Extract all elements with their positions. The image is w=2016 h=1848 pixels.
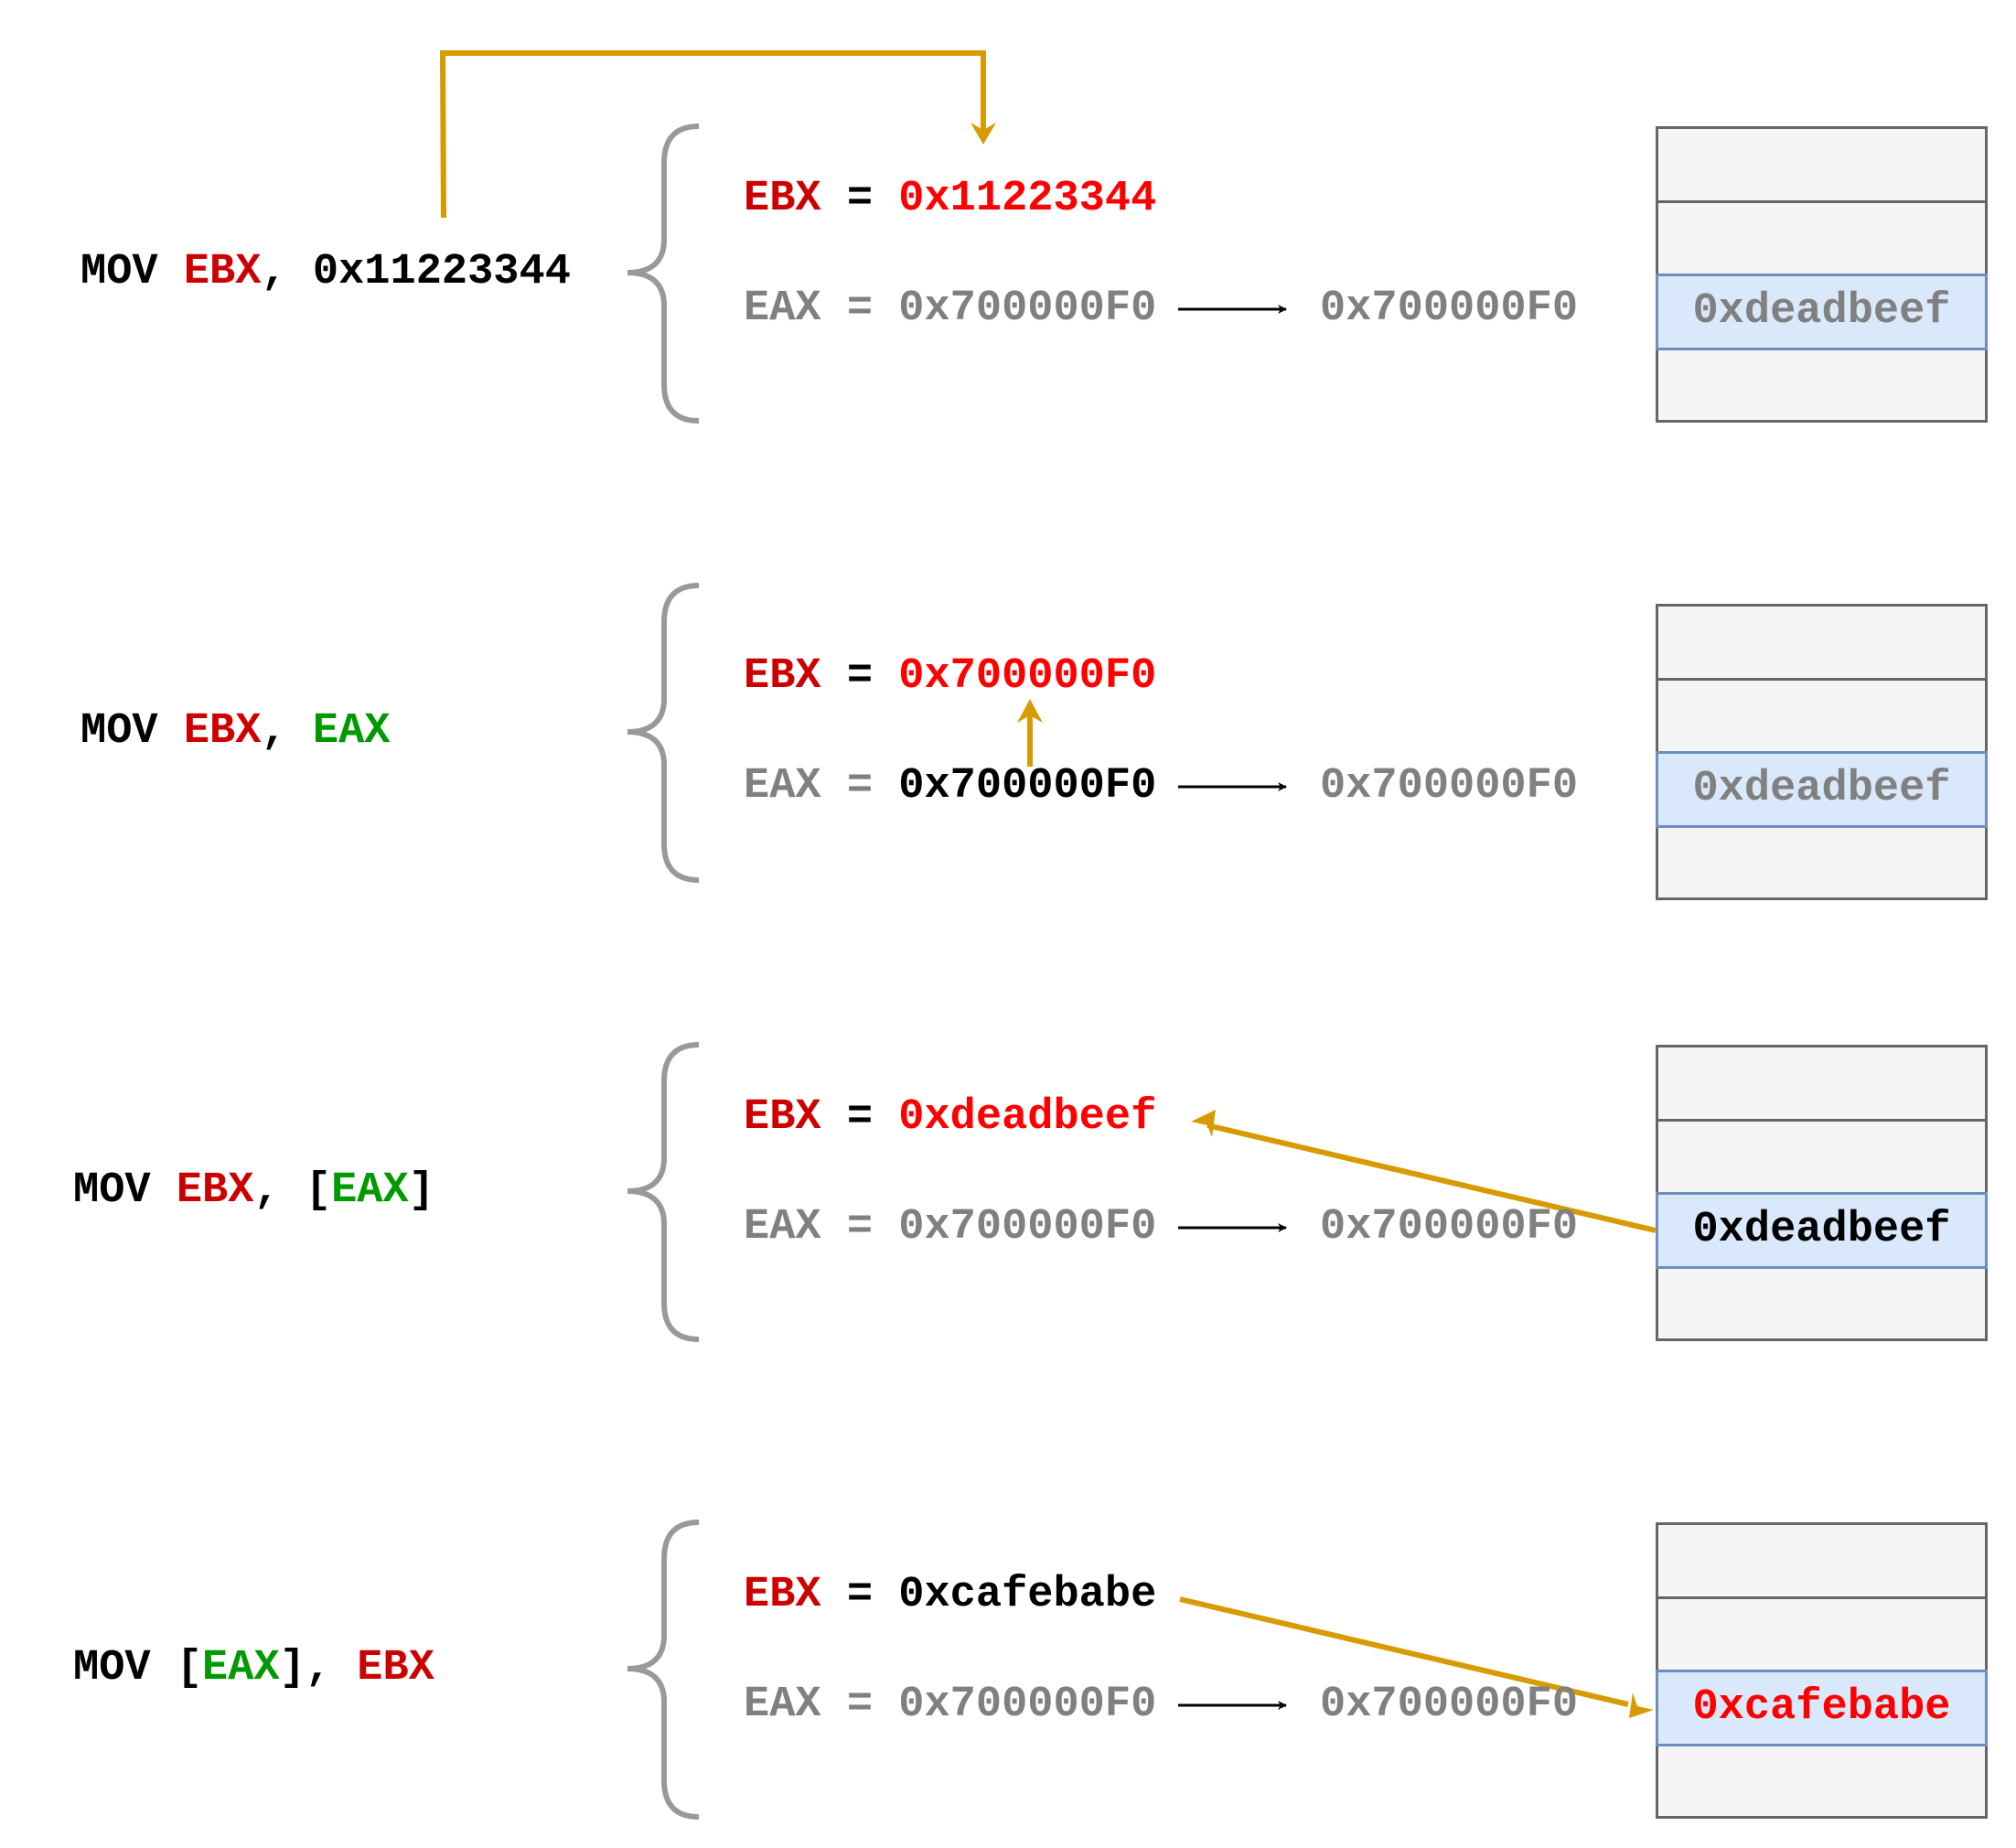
flow-arrow-load bbox=[1191, 1110, 1657, 1233]
equals-sign: = bbox=[820, 762, 899, 811]
flow-arrow-register bbox=[1017, 699, 1043, 767]
memory-cell bbox=[1656, 604, 1988, 681]
ebx-label: EBX bbox=[744, 1571, 821, 1619]
source-register: EAX bbox=[331, 1166, 409, 1215]
ebx-label: EBX bbox=[744, 175, 821, 223]
brace-1 bbox=[627, 124, 700, 424]
eax-row-1: EAX = 0x700000F0 bbox=[744, 284, 1156, 335]
memory-cell bbox=[1656, 1596, 1988, 1673]
separator: , bbox=[261, 248, 313, 296]
ebx-row-3: EBX = 0xdeadbeef bbox=[744, 1092, 1156, 1144]
equals-sign: = bbox=[820, 1681, 899, 1729]
flow-arrow-immediate bbox=[439, 50, 996, 219]
equals-sign: = bbox=[820, 652, 899, 701]
instruction-2: MOV EBX, EAX bbox=[80, 706, 391, 757]
address-label-2: 0x700000F0 bbox=[1320, 762, 1579, 811]
ebx-label: EBX bbox=[744, 652, 821, 701]
address-label-4: 0x700000F0 bbox=[1320, 1681, 1579, 1729]
flow-arrow-store bbox=[1179, 1596, 1654, 1718]
ebx-value: 0x700000F0 bbox=[898, 652, 1157, 701]
eax-value: 0x700000F0 bbox=[898, 1681, 1157, 1729]
memory-cell-target: 0xdeadbeef bbox=[1656, 751, 1988, 828]
mnemonic: MOV bbox=[73, 1166, 177, 1215]
brace-3 bbox=[627, 1042, 700, 1342]
separator: , [ bbox=[253, 1166, 332, 1215]
bracket-close: ] bbox=[408, 1166, 434, 1215]
equals-sign: = bbox=[820, 1093, 899, 1142]
memory-cell bbox=[1656, 678, 1988, 755]
ebx-row-4: EBX = 0xcafebabe bbox=[744, 1570, 1156, 1621]
mnemonic: MOV [ bbox=[73, 1644, 203, 1692]
source-register: EAX bbox=[312, 707, 391, 756]
mnemonic: MOV bbox=[80, 248, 184, 296]
ebx-row-1: EBX = 0x11223344 bbox=[744, 174, 1156, 225]
dest-register: EBX bbox=[357, 1644, 434, 1692]
eax-label: EAX bbox=[744, 285, 821, 333]
eax-label: EAX bbox=[744, 1203, 821, 1252]
ebx-value: 0x11223344 bbox=[898, 175, 1157, 223]
mnemonic: MOV bbox=[80, 707, 184, 756]
ebx-value: 0xcafebabe bbox=[898, 1571, 1157, 1619]
eax-value: 0x700000F0 bbox=[898, 285, 1157, 333]
dest-register: EBX bbox=[176, 1166, 254, 1215]
eax-row-2: EAX = 0x700000F0 bbox=[744, 761, 1156, 812]
address-label-1: 0x700000F0 bbox=[1320, 285, 1579, 333]
address-label-3: 0x700000F0 bbox=[1320, 1203, 1579, 1252]
eax-row-3: EAX = 0x700000F0 bbox=[744, 1202, 1156, 1253]
memory-cell bbox=[1656, 1045, 1988, 1122]
memory-cell bbox=[1656, 200, 1988, 277]
memory-value: 0xdeadbeef bbox=[1692, 765, 1951, 813]
eax-row-4: EAX = 0x700000F0 bbox=[744, 1680, 1156, 1731]
eax-value: 0x700000F0 bbox=[898, 762, 1157, 811]
brace-2 bbox=[627, 583, 700, 883]
ebx-value: 0xdeadbeef bbox=[898, 1093, 1157, 1142]
eax-label: EAX bbox=[744, 762, 821, 811]
dest-register: EBX bbox=[183, 707, 262, 756]
memory-cell bbox=[1656, 348, 1988, 423]
source-register: EAX bbox=[202, 1644, 280, 1692]
source-operand: 0x11223344 bbox=[312, 248, 571, 296]
separator: ], bbox=[279, 1644, 358, 1692]
memory-value: 0xdeadbeef bbox=[1692, 287, 1951, 336]
equals-sign: = bbox=[820, 1203, 899, 1252]
memory-value: 0xcafebabe bbox=[1692, 1683, 1951, 1732]
instruction-4: MOV [EAX], EBX bbox=[73, 1643, 434, 1694]
instruction-1: MOV EBX, 0x11223344 bbox=[80, 247, 571, 298]
memory-cell-target: 0xdeadbeef bbox=[1656, 1192, 1988, 1269]
memory-cell bbox=[1656, 126, 1988, 203]
ebx-label: EBX bbox=[744, 1093, 821, 1142]
memory-cell bbox=[1656, 1266, 1988, 1341]
memory-value: 0xdeadbeef bbox=[1692, 1206, 1951, 1254]
memory-cell bbox=[1656, 1119, 1988, 1196]
separator: , bbox=[261, 707, 313, 756]
memory-cell bbox=[1656, 1744, 1988, 1819]
brace-4 bbox=[627, 1520, 700, 1820]
equals-sign: = bbox=[820, 1571, 899, 1619]
memory-cell-target: 0xdeadbeef bbox=[1656, 274, 1988, 350]
ebx-row-2: EBX = 0x700000F0 bbox=[744, 651, 1156, 703]
memory-cell bbox=[1656, 825, 1988, 900]
eax-label: EAX bbox=[744, 1681, 821, 1729]
equals-sign: = bbox=[820, 285, 899, 333]
memory-cell-target: 0xcafebabe bbox=[1656, 1670, 1988, 1746]
memory-cell bbox=[1656, 1522, 1988, 1599]
dest-register: EBX bbox=[183, 248, 262, 296]
instruction-3: MOV EBX, [EAX] bbox=[73, 1166, 434, 1217]
eax-value: 0x700000F0 bbox=[898, 1203, 1157, 1252]
equals-sign: = bbox=[820, 175, 899, 223]
